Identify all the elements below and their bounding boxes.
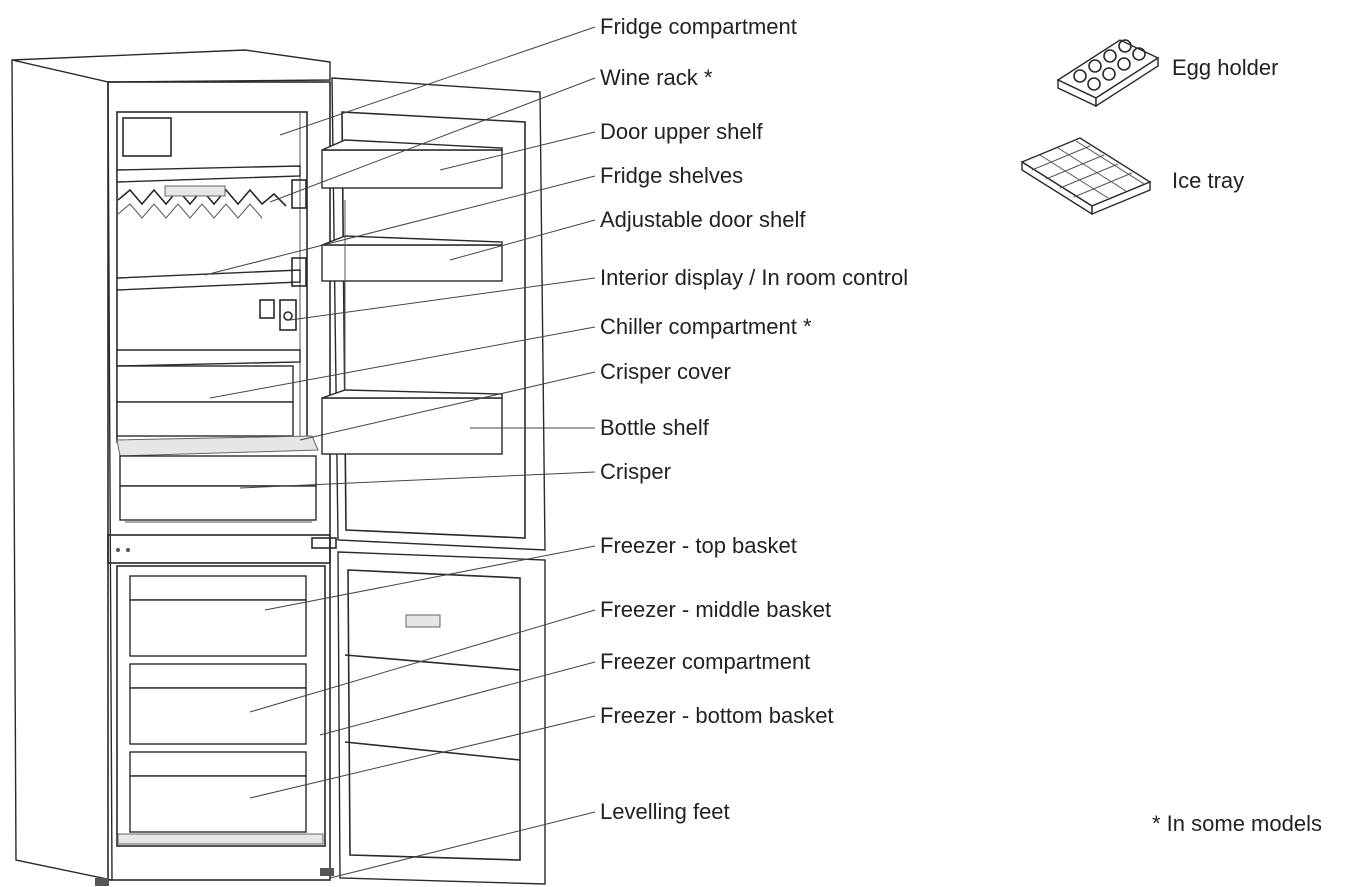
- fridge-door: [321, 77, 546, 551]
- label-door-upper-shelf: Door upper shelf: [600, 119, 763, 144]
- label-fridge-shelves: Fridge shelves: [600, 163, 744, 188]
- label-freezer-top-basket: Freezer - top basket: [600, 533, 797, 558]
- label-crisper-cover: Crisper cover: [600, 359, 731, 384]
- label-crisper: Crisper: [600, 459, 671, 484]
- label-freezer-bottom-basket: Freezer - bottom basket: [600, 703, 834, 728]
- label-interior-display: Interior display / In room control: [600, 265, 909, 290]
- label-chiller-compartment: Chiller compartment *: [600, 314, 812, 339]
- fridge-cabinet: [11, 49, 334, 886]
- label-freezer-middle-basket: Freezer - middle basket: [600, 597, 832, 622]
- footnote: * In some models: [1152, 811, 1322, 836]
- label-fridge-compartment: Fridge compartment: [600, 14, 797, 39]
- label-levelling-feet: Levelling feet: [600, 799, 730, 824]
- freezer-door: [311, 537, 546, 885]
- label-ice-tray: Ice tray: [1172, 168, 1245, 193]
- egg-holder-illustration: [1056, 39, 1160, 108]
- label-wine-rack: Wine rack *: [600, 65, 713, 90]
- label-adjustable-door-shelf: Adjustable door shelf: [600, 207, 806, 232]
- label-bottle-shelf: Bottle shelf: [600, 415, 709, 440]
- leader-lines: [204, 26, 596, 879]
- label-egg-holder: Egg holder: [1172, 55, 1279, 80]
- ice-tray-illustration: [1020, 137, 1152, 216]
- label-freezer-compartment: Freezer compartment: [600, 649, 811, 674]
